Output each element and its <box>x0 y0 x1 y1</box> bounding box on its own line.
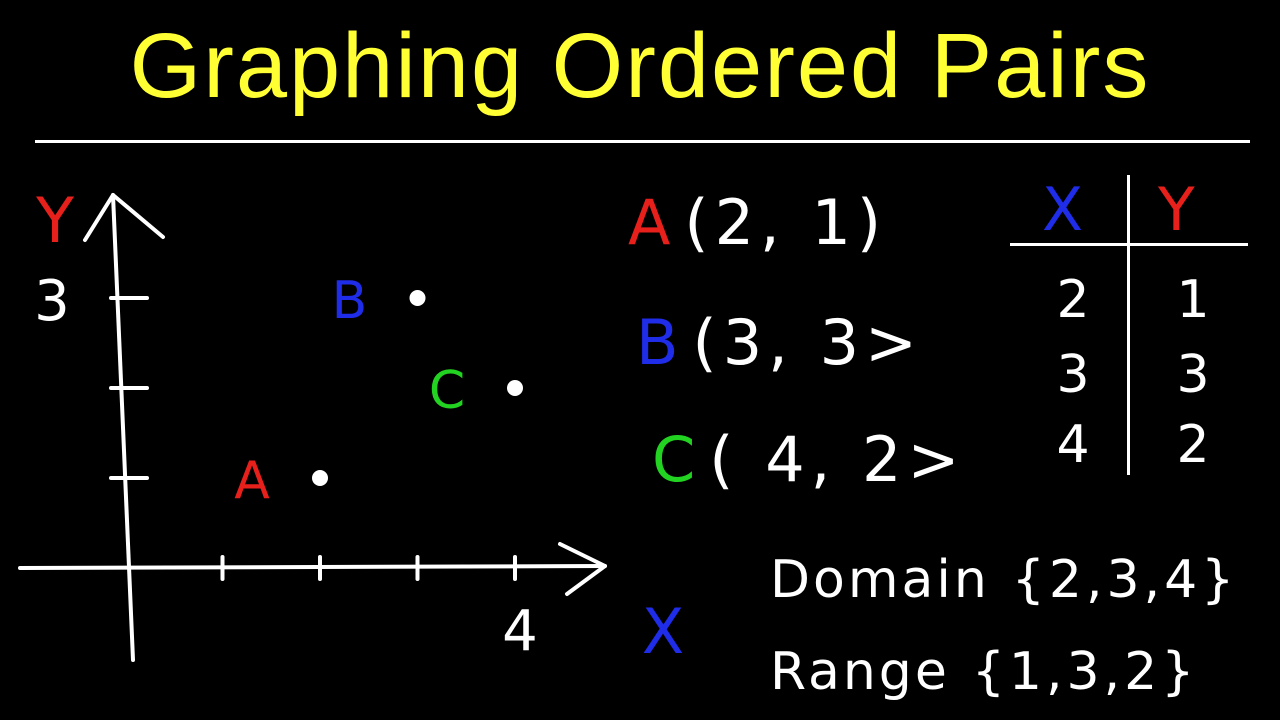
xy-table: X Y 2 1 3 3 4 2 <box>1010 175 1250 480</box>
point-a <box>312 470 328 486</box>
page-title: Graphing Ordered Pairs <box>129 15 1151 117</box>
table-header-x: X <box>1042 175 1084 245</box>
axis-ticks <box>109 296 517 581</box>
table-column-divider <box>1127 175 1130 475</box>
x-axis-label: X <box>642 595 684 668</box>
x-axis-line <box>18 564 607 570</box>
title-divider <box>35 140 1250 143</box>
table-cell-y: 1 <box>1176 270 1210 330</box>
pair-row-b: B(3, 3> <box>636 308 923 378</box>
range-set: Range {1,3,2} <box>770 640 1198 704</box>
x-tick-label: 4 <box>502 599 538 664</box>
domain-values: {2,3,4} <box>1011 550 1239 610</box>
axis-tick-labels: 43 <box>34 269 538 664</box>
point-label-a: A <box>234 451 270 511</box>
point-label-c: C <box>429 361 465 421</box>
table-cell-x: 3 <box>1056 345 1090 405</box>
range-values: {1,3,2} <box>971 642 1199 702</box>
pair-label-a: A <box>628 186 671 259</box>
y-tick-label: 3 <box>34 269 70 334</box>
pair-coords-b: (3, 3> <box>692 306 923 379</box>
pair-label-c: C <box>652 423 696 496</box>
plotted-points: A B C <box>234 271 523 511</box>
axes <box>18 193 607 662</box>
y-axis-arrowhead <box>83 193 165 242</box>
pair-row-c: C( 4, 2> <box>652 425 965 495</box>
domain-label: Domain <box>770 550 990 610</box>
domain-set: Domain {2,3,4} <box>770 548 1238 612</box>
table-cell-x: 2 <box>1056 270 1090 330</box>
y-axis-label: Y <box>35 184 74 257</box>
coordinate-plane: 43 XY ABC <box>18 184 684 668</box>
pair-coords-c: ( 4, 2> <box>709 423 966 496</box>
pair-label-b: B <box>636 306 679 379</box>
point-b <box>409 290 426 306</box>
table-header-y: Y <box>1158 175 1195 245</box>
table-cell-y: 3 <box>1176 345 1210 405</box>
pair-row-a: A(2, 1) <box>628 188 887 258</box>
table-cell-x: 4 <box>1056 415 1090 475</box>
y-axis-line <box>111 193 135 662</box>
pair-coords-a: (2, 1) <box>684 186 888 259</box>
axis-labels: XY <box>35 184 684 668</box>
point-c <box>507 380 523 396</box>
range-label: Range <box>770 642 950 702</box>
point-label-b: B <box>332 271 368 331</box>
table-cell-y: 2 <box>1176 415 1210 475</box>
x-axis-arrowhead <box>558 542 607 596</box>
